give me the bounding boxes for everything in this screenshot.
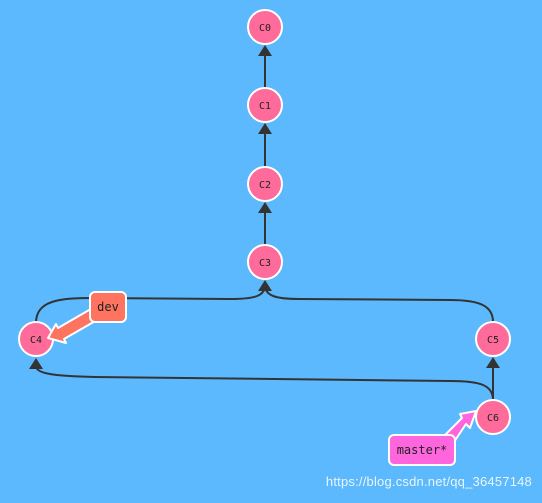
commit-label: C3 [259, 258, 271, 269]
commit-node [247, 9, 283, 45]
commit-c5[interactable]: C5 [475, 321, 511, 357]
arrowhead-c4 [29, 358, 43, 369]
arrowheads [29, 45, 500, 369]
branch-master-label: master* [397, 443, 448, 457]
commit-node [475, 321, 511, 357]
edge-c5-c3 [264, 284, 494, 323]
branch-dev[interactable]: dev [47, 291, 127, 344]
commit-c1[interactable]: C1 [247, 87, 283, 123]
arrowhead-c3 [258, 280, 272, 291]
arrowhead-c2 [258, 202, 272, 213]
commit-c0[interactable]: C0 [247, 9, 283, 45]
commit-label: C2 [259, 180, 271, 191]
commit-node [247, 244, 283, 280]
arrowhead-c0 [258, 45, 272, 56]
commit-label: C5 [487, 335, 499, 346]
commit-label: C6 [487, 413, 499, 424]
arrowhead-c1 [258, 123, 272, 134]
branch-master-tag [388, 434, 456, 466]
commit-label: C4 [30, 335, 42, 346]
commit-label: C1 [259, 101, 271, 112]
commit-label: C0 [259, 23, 271, 34]
commit-c2[interactable]: C2 [247, 166, 283, 202]
watermark: https://blog.csdn.net/qq_36457148 [325, 474, 532, 489]
commits: C0 C1 C2 C3 C4 C5 C6 [18, 9, 511, 435]
branch-master[interactable]: master* [388, 410, 477, 466]
branch-dev-tag [89, 291, 127, 323]
commit-c3[interactable]: C3 [247, 244, 283, 280]
arrowhead-c5 [486, 357, 500, 368]
branch-dev-label: dev [97, 300, 119, 314]
commit-node [247, 87, 283, 123]
commit-c6[interactable]: C6 [475, 399, 511, 435]
commit-node [475, 399, 511, 435]
commit-node [247, 166, 283, 202]
edge-c6-c4 [35, 365, 494, 401]
